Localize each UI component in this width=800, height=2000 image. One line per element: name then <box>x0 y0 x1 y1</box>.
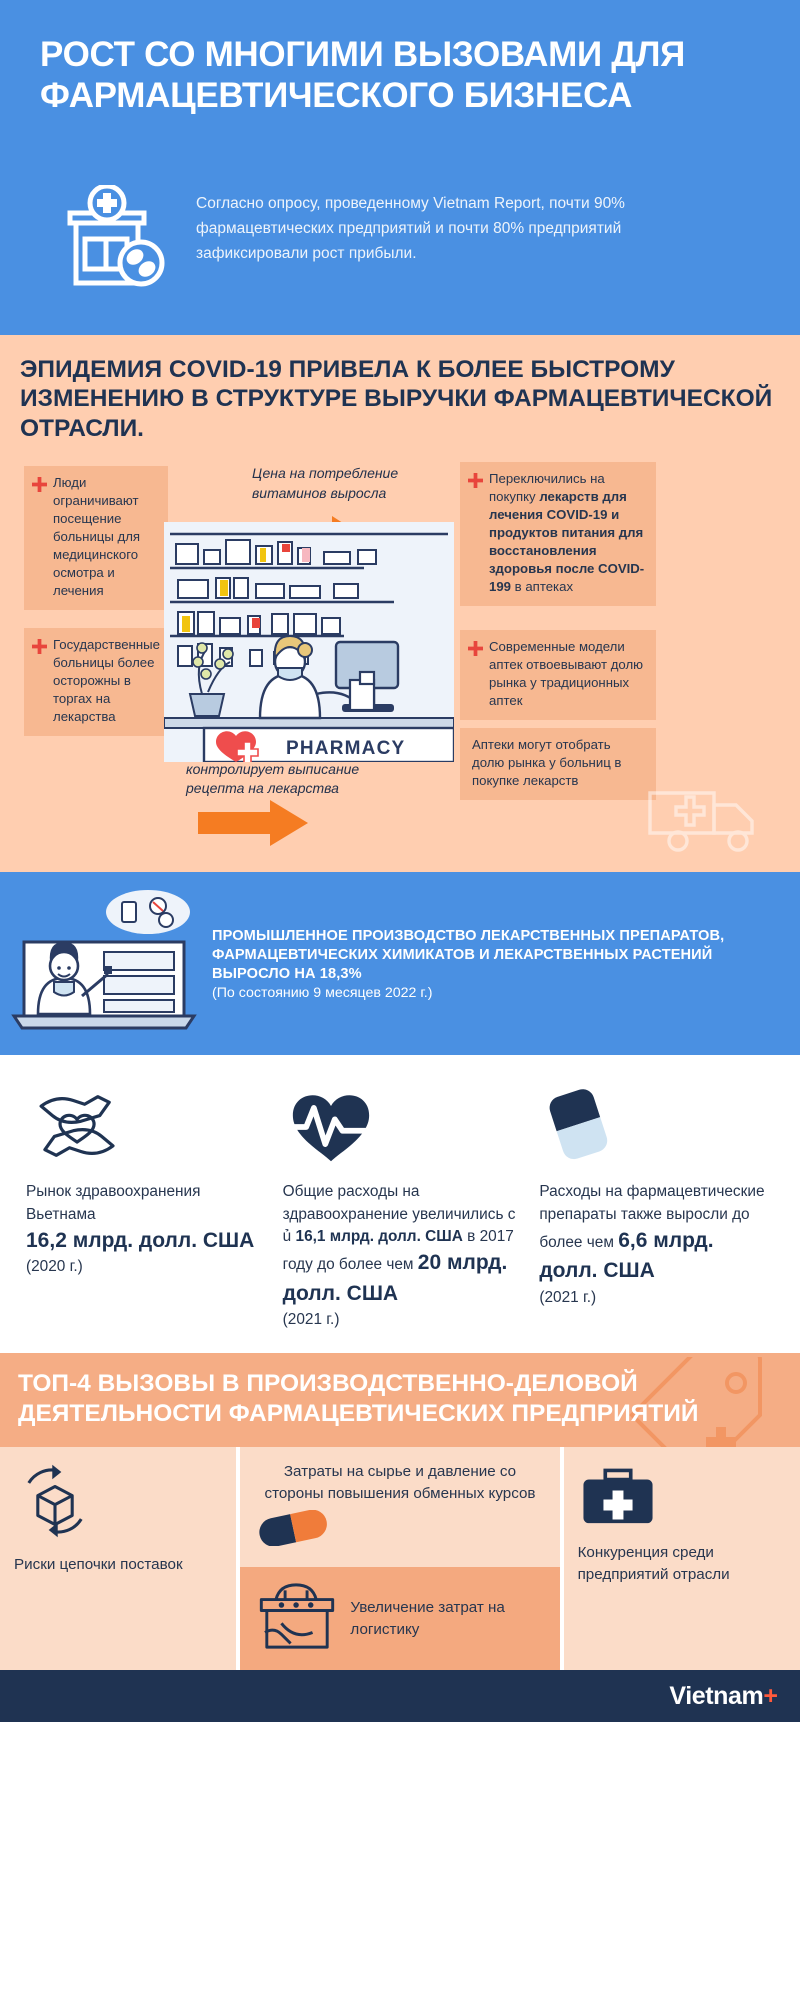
challenges-grid: Риски цепочки поставок Затраты на сырье … <box>0 1447 800 1671</box>
stat-card-pharma-spending: Расходы на фармацевтические препараты та… <box>539 1081 774 1331</box>
production-subnote: (По состоянию 9 месяцев 2022 г.) <box>212 984 433 1001</box>
top4-heading: ТОП-4 ВЫЗОВЫ В ПРОИЗВОДСТВЕННО-ДЕЛОВОЙ Д… <box>18 1370 699 1428</box>
stat-card-health-spending: Общие расходы на здравоохранение увеличи… <box>283 1081 518 1331</box>
covid-point-right-2-label: Современные модели аптек отвоевывают дол… <box>489 639 644 709</box>
stat-1-year: (2020 г.) <box>26 1258 83 1276</box>
right-arrow-icon <box>198 800 308 851</box>
covid-point-right-1-tail: в аптеках <box>511 578 574 594</box>
supply-chain-box-icon <box>14 1463 222 1544</box>
stat-2-pre: Общие расходы на здравоохранение увеличи… <box>282 1183 516 1245</box>
red-cross-icon <box>32 639 47 726</box>
stat-2-year: (2021 г.) <box>282 1311 340 1329</box>
covid-point-left-2-label: Государственные больницы более осторожны… <box>53 637 160 725</box>
stat-card-healthcare-market: Рынок здравоохранения Вьетнама 16,2 млрд… <box>26 1081 261 1331</box>
hero-intro-text: Согласно опросу, проведенному Vietnam Re… <box>196 194 625 262</box>
covid-point-left-1: Люди ограничивают посещение больницы для… <box>24 466 168 610</box>
covid-heading: ЭПИДЕМИЯ COVID-19 ПРИВЕЛА К БОЛЕЕ БЫСТРО… <box>20 355 773 443</box>
covid-grid: Люди ограничивают посещение больницы для… <box>16 460 784 860</box>
pharmacy-sign-text: PHARMACY <box>286 738 405 759</box>
covid-point-left-1-label: Люди ограничивают посещение больницы для… <box>53 475 141 598</box>
stat-1-text: Рынок здравоохранения Вьетнама 16,2 млрд… <box>26 1181 261 1278</box>
red-cross-icon <box>32 477 47 600</box>
covid-point-right-1-emphasis: лекарств для лечения COVID-19 и продукто… <box>489 489 645 594</box>
red-cross-icon <box>468 473 483 596</box>
vitamin-price-caption: Цена на потребление витаминов выросла <box>252 465 399 501</box>
hero-body: Согласно опросу, проведенному Vietnam Re… <box>40 183 760 295</box>
stat-3-year: (2021 г.) <box>539 1288 597 1306</box>
infographic-page: РОСТ СО МНОГИМИ ВЫЗОВАМИ ДЛЯ ФАРМАЦЕВТИЧ… <box>0 0 800 1723</box>
capsule-pill-icon <box>539 1081 774 1167</box>
challenge-competition: Конкуренция среди предприятий отрасли <box>563 1447 800 1671</box>
capsule-icon <box>254 1509 334 1551</box>
challenge-supply-chain-label: Риски цепочки поставок <box>14 1556 183 1574</box>
covid-point-right-3: Аптеки могут отобрать долю рынка у больн… <box>460 728 656 801</box>
challenge-raw-materials: Затраты на сырье и давление со стороны п… <box>240 1447 560 1564</box>
brand-logo-plus: + <box>763 1681 778 1710</box>
stat-3-value: 6,6 млрд. долл. США <box>539 1228 714 1283</box>
stat-2-value-1: 16,1 млрд. долл. США <box>295 1227 463 1245</box>
covid-point-right-3-label: Аптеки могут отобрать долю рынка у больн… <box>472 737 622 789</box>
brand-logo-text: Vietnam <box>669 1681 764 1710</box>
logistics-hand-icon <box>254 1579 340 1658</box>
stat-1-label: Рынок здравоохранения Вьетнама <box>26 1183 201 1223</box>
ambulance-truck-icon <box>644 775 772 866</box>
stat-1-value: 16,2 млрд. долл. США <box>26 1228 255 1252</box>
challenge-logistics-label: Увеличение затрат на логистику <box>350 1599 505 1638</box>
top4-section: ТОП-4 ВЫЗОВЫ В ПРОИЗВОДСТВЕННО-ДЕЛОВОЙ Д… <box>0 1353 800 1448</box>
challenge-middle-column: Затраты на сырье и давление со стороны п… <box>240 1447 560 1671</box>
stat-2-text: Общие расходы на здравоохранение увеличи… <box>283 1181 518 1331</box>
stats-section: Рынок здравоохранения Вьетнама 16,2 млрд… <box>0 1055 800 1354</box>
challenge-logistics: Увеличение затрат на логистику <box>240 1567 560 1671</box>
covid-point-right-2: Современные модели аптек отвоевывают дол… <box>460 630 656 721</box>
red-cross-icon <box>468 641 483 710</box>
covid-point-right-1: Переключились на покупку лекарств для ле… <box>460 462 656 606</box>
pharmacy-store-icon <box>58 183 170 295</box>
medical-case-icon <box>578 1463 786 1532</box>
stat-2-value-2: 20 млрд. долл. США <box>282 1251 508 1305</box>
footer-bar: Vietnam + <box>0 1670 800 1723</box>
production-section: ПРОМЫШЛЕННОЕ ПРОИЗВОДСТВО ЛЕКАРСТВЕННЫХ … <box>0 872 800 1056</box>
stat-3-pre: Расходы на фармацевтические препараты та… <box>539 1183 765 1251</box>
covid-section: ЭПИДЕМИЯ COVID-19 ПРИВЕЛА К БОЛЕЕ БЫСТРО… <box>0 334 800 873</box>
production-heading: ПРОМЫШЛЕННОЕ ПРОИЗВОДСТВО ЛЕКАРСТВЕННЫХ … <box>212 927 725 982</box>
hands-heart-icon <box>26 1081 261 1167</box>
heart-pulse-icon <box>283 1081 518 1167</box>
covid-point-left-2: Государственные больницы более осторожны… <box>24 628 174 736</box>
hero-section: РОСТ СО МНОГИМИ ВЫЗОВАМИ ДЛЯ ФАРМАЦЕВТИЧ… <box>0 0 800 335</box>
stat-3-text: Расходы на фармацевтические препараты та… <box>539 1181 774 1309</box>
covid-point-right-1-lead: Переключились на покупку <box>489 471 605 505</box>
challenge-supply-chain: Риски цепочки поставок <box>0 1447 237 1671</box>
challenge-competition-label: Конкуренция среди предприятий отрасли <box>577 1544 730 1583</box>
stat-2-mid: в 2017 году до более чем <box>282 1227 514 1274</box>
doctor-laptop-icon <box>8 886 208 1041</box>
covid-point-right-1-label: Переключились на покупку лекарств для ле… <box>489 470 646 596</box>
challenge-raw-materials-label: Затраты на сырье и давление со стороны п… <box>264 1463 536 1502</box>
pharmacy-illustration: PHARMACY <box>163 522 456 767</box>
page-title: РОСТ СО МНОГИМИ ВЫЗОВАМИ ДЛЯ ФАРМАЦЕВТИЧ… <box>40 35 685 116</box>
production-text: ПРОМЫШЛЕННОЕ ПРОИЗВОДСТВО ЛЕКАРСТВЕННЫХ … <box>212 927 780 1001</box>
